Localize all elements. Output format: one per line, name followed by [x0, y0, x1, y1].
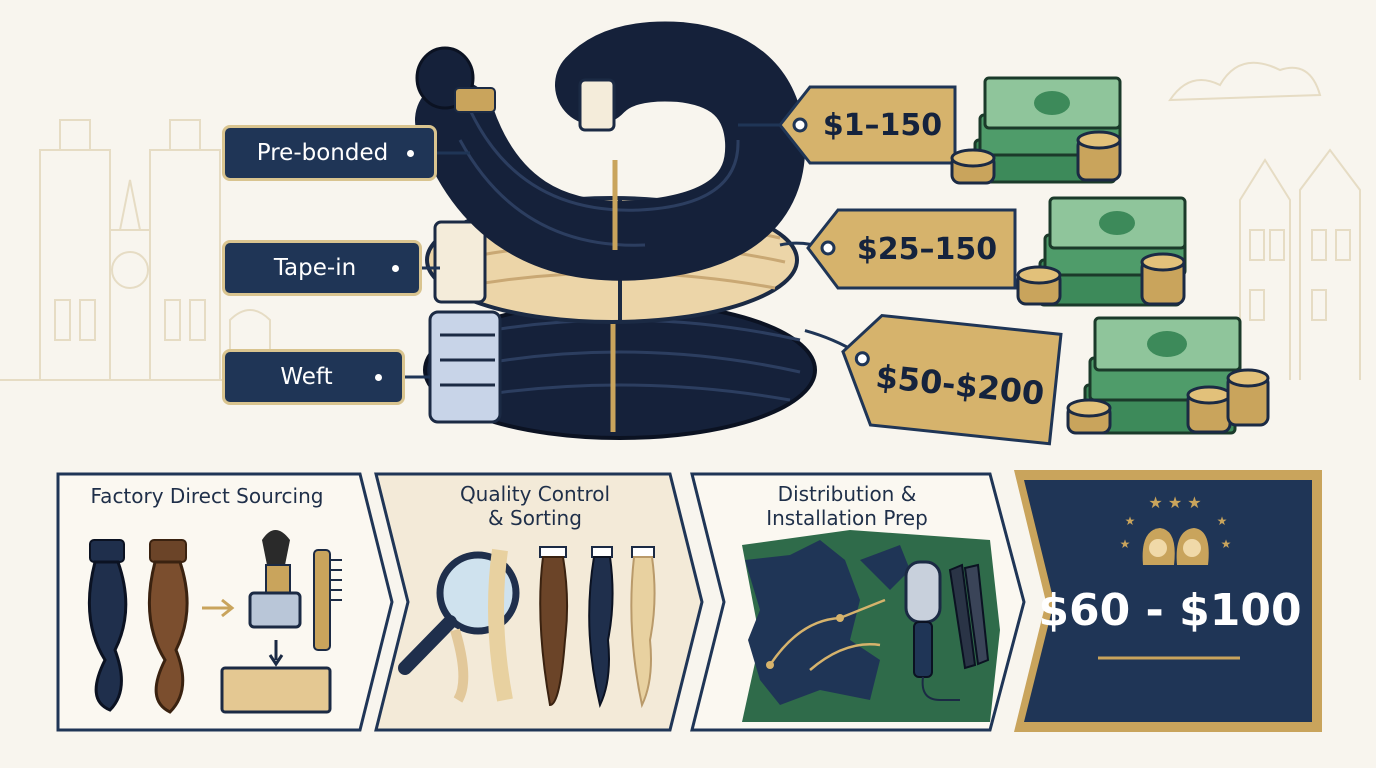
flat-iron-icon	[948, 563, 990, 670]
step-title-quality: Quality Control & Sorting	[400, 482, 670, 530]
svg-text:★: ★	[1120, 537, 1131, 551]
pre-bonded-bundle	[415, 21, 806, 281]
hair-strands-icon	[450, 546, 656, 709]
price-tag-icon	[804, 313, 1063, 446]
step-title-sourcing: Factory Direct Sourcing	[62, 484, 352, 508]
step-title-line: Distribution &	[777, 482, 917, 506]
price-tag-icon	[737, 85, 957, 165]
label-weft: Weft	[222, 349, 405, 405]
final-price-value: $60 - $100	[1038, 585, 1302, 636]
svg-text:★: ★	[1221, 537, 1232, 551]
step-title-line: Installation Prep	[766, 506, 928, 530]
step-title-distribution: Distribution & Installation Prep	[712, 482, 982, 530]
label-text: Tape-in	[273, 255, 357, 281]
coin-stack-icon	[1016, 252, 1186, 306]
label-text: Weft	[280, 364, 333, 390]
svg-text:★: ★	[1217, 514, 1228, 528]
step-title-line: & Sorting	[488, 506, 582, 530]
svg-text:★: ★	[1125, 514, 1136, 528]
dot-icon	[375, 374, 382, 381]
arrow-right-icon	[202, 598, 235, 618]
hair-bundle-icon	[87, 539, 189, 714]
coin-stack-icon	[1066, 368, 1270, 435]
dot-icon	[392, 265, 399, 272]
label-pre-bonded: Pre-bonded	[222, 125, 437, 181]
label-text: Pre-bonded	[256, 140, 389, 166]
hair-dryer-brush-icon	[904, 560, 960, 701]
final-price-panel	[1014, 470, 1322, 732]
price-tag-icon	[779, 208, 1017, 290]
comb-icon	[313, 549, 342, 651]
step-title-line: Factory Direct Sourcing	[90, 484, 324, 508]
price-tape-in: $25–150	[856, 231, 998, 267]
coin-stack-icon	[950, 130, 1122, 185]
price-pre-bonded: $1–150	[822, 107, 943, 143]
step-title-line: Quality Control	[459, 482, 611, 506]
women-stars-icon: ★ ★ ★ ★ ★ ★ ★	[1120, 493, 1232, 565]
brush-icon	[220, 530, 332, 714]
svg-text:★ ★ ★: ★ ★ ★	[1148, 493, 1201, 512]
weft-bundle	[423, 300, 817, 440]
dot-icon	[407, 150, 414, 157]
city-skyline-right	[1168, 61, 1361, 380]
label-tape-in: Tape-in	[222, 240, 422, 296]
step-panel-quality	[374, 472, 704, 732]
